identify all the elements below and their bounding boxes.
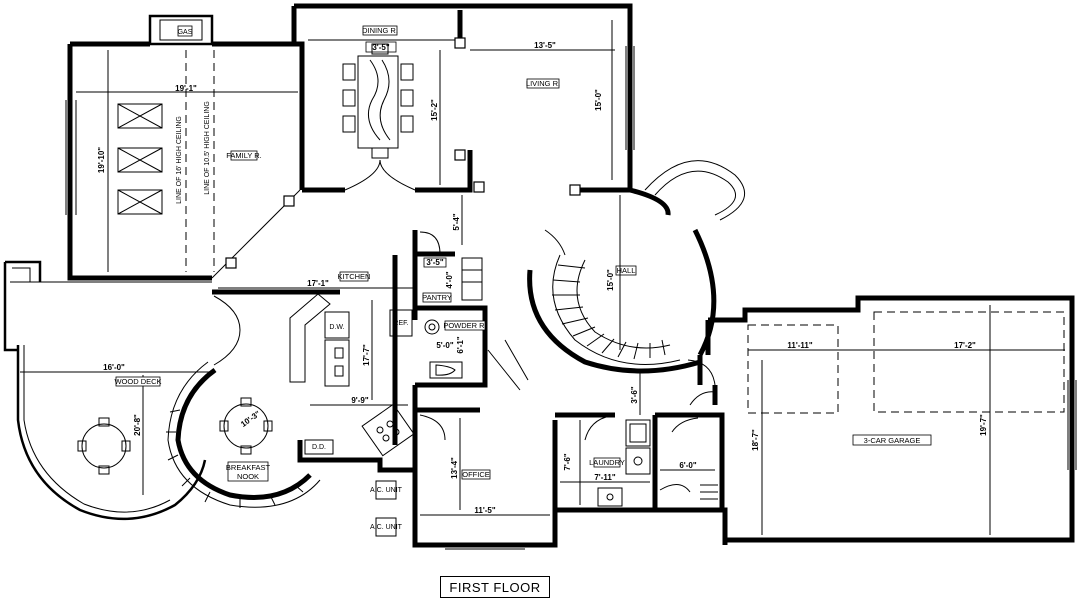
nook-label: NOOK [237, 472, 259, 481]
gas-label: GAS [178, 29, 193, 36]
dining-depth-dim: 15'-2" [430, 99, 439, 121]
powder-width-dim: 5'-0" [436, 341, 453, 350]
stair-treads [552, 264, 666, 360]
office-width-dim: 11'-5" [474, 506, 495, 515]
dining-width-dim: 3'-5" [372, 43, 389, 52]
wood-deck-label: WOOD DECK [114, 377, 161, 386]
dining-living: 3'-5" DINING R. 15'-2" 13'-5" LIVING R. … [291, 3, 635, 196]
closet-width-dim: 6'-0" [679, 461, 696, 470]
garage-door-1 [747, 324, 839, 414]
kitchen-width-dim: 17'-1" [307, 279, 329, 288]
hall-upper-dim: 5'-4" [452, 213, 461, 230]
laundry-depth-dim: 7'-6" [563, 453, 572, 470]
breakfast-label: BREAKFAST [226, 463, 271, 472]
pantry-label: PANTRY [422, 293, 452, 302]
ac-unit-2-label: A.C. UNIT [370, 524, 403, 531]
laundry-width-dim: 7'-11" [594, 473, 615, 482]
deck-width-dim: 16'-0" [103, 363, 125, 372]
kitchen-depth-dim: 17'-7" [362, 344, 371, 366]
powder-depth-dim: 6'-1" [456, 336, 465, 353]
pantry-depth-dim: 4'-0" [445, 271, 454, 288]
kitchen-island: D.W. [289, 293, 350, 387]
family-room-label: FAMILY R. [226, 151, 262, 160]
plan-title: FIRST FLOOR [440, 576, 550, 598]
garage: 11'-11" 17'-2" 18'-7" 19'-7" 3-CAR GARAG… [687, 295, 1077, 543]
garage-door-2 [873, 311, 1065, 413]
ac-units: A.C. UNIT A.C. UNIT [370, 480, 403, 537]
ceiling-16-note: LINE OF 16' HIGH CEILING [176, 116, 183, 204]
pantry-width-dim: 3'-5" [426, 258, 443, 267]
kitchen-island-dim: 9'-9" [351, 396, 368, 405]
office-label: OFFICE [462, 470, 490, 479]
office-depth-dim: 13'-4" [450, 457, 459, 479]
living-depth-dim: 15'-0" [594, 89, 603, 111]
laundry: LAUNDRY 7'-6" 7'-11" 3'-6" 6'-0" [555, 370, 728, 545]
nook-table [219, 397, 273, 455]
hall-gap-dim: 3'-6" [630, 386, 639, 403]
family-width-dim: 19'-1" [175, 84, 197, 93]
ref-label: REF. [393, 320, 408, 327]
chimney [148, 14, 214, 46]
hall-depth-dim: 15'-0" [606, 269, 615, 291]
deck-depth-dim: 20'-8" [133, 414, 142, 436]
dining-room-label: DINING R. [362, 26, 398, 35]
garage-width1-dim: 11'-11" [787, 341, 812, 350]
kitchen-area: 17'-1" KITCHEN D.W. 17'-7" 9'-9" REF. 3'… [212, 230, 529, 457]
laundry-label: LAUNDRY [589, 458, 625, 467]
garage-width2-dim: 17'-2" [954, 341, 976, 350]
living-width-dim: 13'-5" [534, 41, 556, 50]
powder-label: POWDER R. [443, 321, 486, 330]
deck-table [77, 417, 131, 475]
dining-table [342, 43, 414, 159]
garage-label: 3-CAR GARAGE [864, 436, 921, 445]
dd-label: D.D. [312, 444, 326, 451]
garage-depth1-dim: 18'-7" [751, 429, 760, 451]
office: 13'-4" OFFICE 11'-5" [412, 385, 558, 550]
ac-unit-1-label: A.C. UNIT [370, 487, 403, 494]
skylights [117, 103, 163, 215]
kitchen-label: KITCHEN [338, 272, 371, 281]
nook-dim: 10'-3" [239, 409, 262, 429]
wood-deck: 16'-0" 20'-8" WOOD DECK [3, 260, 212, 521]
dw-label: D.W. [329, 324, 344, 331]
ceiling-10-note: LINE OF 10.5' HIGH CEILING [204, 101, 211, 195]
living-room-label: LIVING R. [526, 79, 560, 88]
hall-stair: HALL 15'-0" 5'-4" [452, 160, 745, 374]
hall-label: HALL [617, 266, 636, 275]
family-depth-dim: 19'-10" [97, 147, 106, 173]
family-room: GAS 19'-1" 19'-10" LINE OF 16' HIGH CEIL… [65, 14, 305, 281]
garage-depth2-dim: 19'-7" [979, 414, 988, 436]
